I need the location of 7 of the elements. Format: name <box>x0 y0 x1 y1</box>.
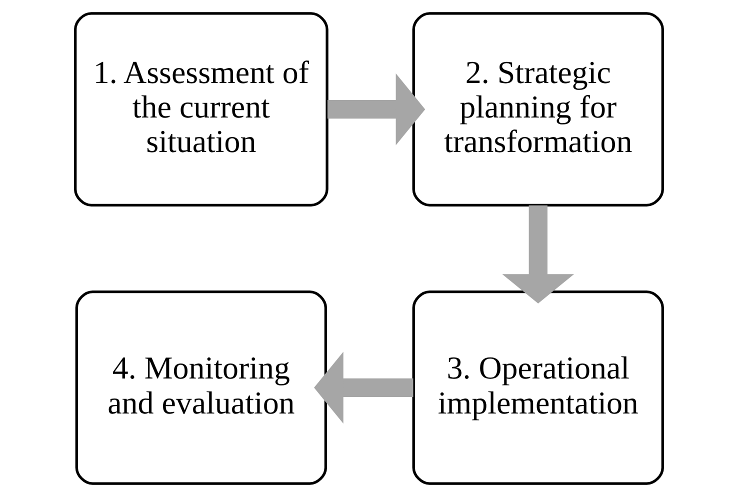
node-box: 2. Strategic planning for transformation <box>412 12 664 207</box>
node-box: 1. Assessment of the current situation <box>74 12 328 207</box>
arrow <box>314 352 413 424</box>
arrow <box>502 205 574 304</box>
node-box: 4. Monitoring and evaluation <box>74 290 327 485</box>
arrow <box>326 73 425 146</box>
node-box: 3. Operational implementation <box>412 290 664 485</box>
